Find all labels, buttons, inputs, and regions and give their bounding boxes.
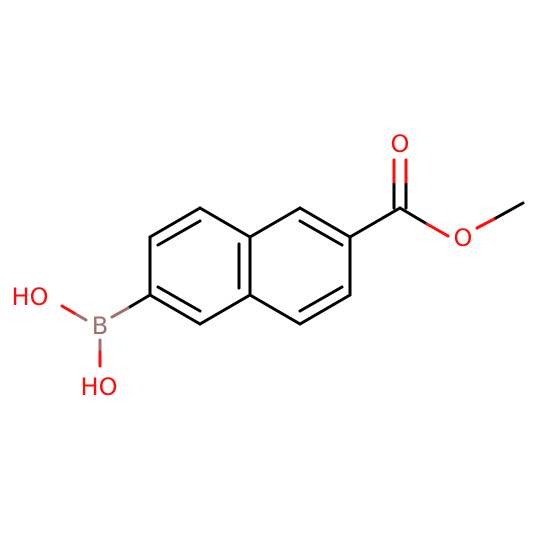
boronic-acid-bonds (60, 293, 152, 368)
naphthalene-ring-bonds (148, 206, 352, 326)
bond-carbon-ester-oxygen-black (398, 206, 429, 226)
bond-c7-c8-inner (298, 219, 344, 247)
atom-label-carbonyl-oxygen: O (391, 130, 410, 158)
bond-c4-c5 (198, 293, 252, 326)
atom-label-boron: B (92, 312, 108, 340)
bond-carbon-ester-oxygen-red (425, 222, 450, 238)
bond-boron-oh-top-brown (72, 311, 88, 322)
bond-boron-oh-top-red (60, 304, 76, 315)
bond-oxygen-methyl-red (475, 216, 498, 230)
bond-c3-c7 (248, 206, 302, 239)
bond-c7-c8 (298, 206, 352, 239)
bond-c1-c2 (148, 206, 202, 239)
bond-ring-carbonyl-carbon (348, 206, 402, 239)
bond-c5-c6 (148, 293, 202, 326)
bond-c5-c6-inner (156, 285, 202, 313)
bond-c1-c2-inner (156, 219, 202, 247)
bond-c9-c10 (298, 293, 352, 326)
bond-ring-boron-black (126, 293, 152, 310)
atom-label-hydroxyl-top: HO (12, 283, 49, 311)
ester-bonds (348, 158, 525, 239)
bond-c9-c10-inner (298, 285, 344, 313)
bond-ring-boron-brown (110, 306, 130, 319)
bond-oxygen-methyl-black (494, 201, 525, 220)
atom-label-hydroxyl-bottom: HO (81, 373, 118, 401)
bond-c2-c3 (198, 206, 252, 239)
bond-c10-c4 (248, 293, 302, 326)
atom-label-ester-oxygen: O (454, 224, 473, 252)
